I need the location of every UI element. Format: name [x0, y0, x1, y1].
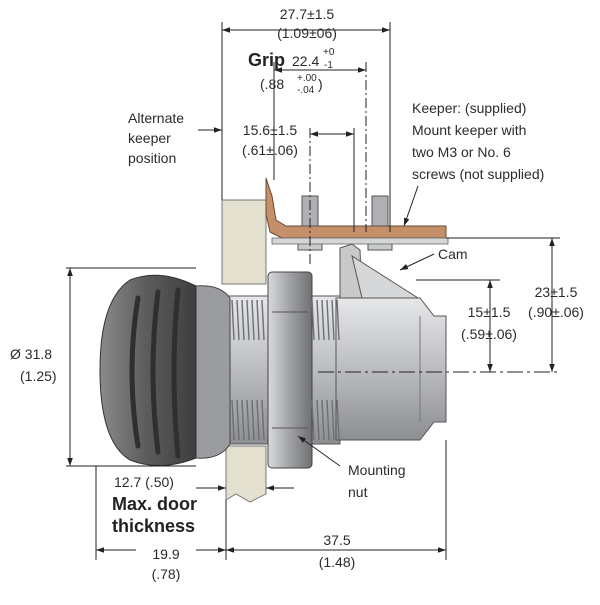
grip-label: Grip [248, 50, 286, 70]
thread-ridge [336, 399, 340, 441]
grip-value: 22.4 [292, 53, 320, 69]
thread-ridge [231, 299, 235, 341]
mounting-nut-line-1: Mounting [348, 462, 406, 478]
cam-reach-value: 23±1.5 [534, 284, 578, 300]
thread-ridge [326, 399, 330, 441]
thread-ridge [316, 299, 320, 341]
keeper-offset-value: 15.6±1.5 [242, 122, 298, 138]
cam-reach-inch: (.90±.06) [528, 304, 584, 320]
thread-ridge [261, 299, 265, 341]
keeper-note-line-1: Keeper: (supplied) [412, 100, 527, 116]
thread-ridge [241, 399, 245, 441]
thread-ridge [336, 299, 340, 341]
overall-width-inch: (1.09±06) [277, 25, 337, 41]
thread-ridge [256, 399, 260, 441]
grip-inch-open: (.88 [260, 76, 285, 92]
keeper-bracket [265, 177, 449, 251]
grip-tol-lower: -1 [324, 60, 333, 71]
thread-ridge [256, 299, 260, 341]
thread-ridge [261, 399, 265, 441]
alt-keeper-line-2: keeper [128, 130, 171, 146]
thread-ridge [241, 299, 245, 341]
head-depth-value: 19.9 [152, 546, 180, 562]
thread-ridge [311, 299, 315, 341]
grip-inch-lower: -.04 [297, 85, 315, 96]
keeper-note-line-3: two M3 or No. 6 [412, 144, 511, 160]
alt-keeper-line-1: Alternate [128, 110, 185, 126]
thread-ridge [236, 399, 240, 441]
thread-ridge [251, 399, 255, 441]
door-thickness-label-2: thickness [112, 516, 196, 536]
thread-ridge [321, 299, 325, 341]
mounting-nut-line-2: nut [348, 484, 368, 500]
keeper-offset-inch: (.61±.06) [242, 142, 298, 158]
grip-inch-upper: +.00 [297, 73, 317, 84]
alt-keeper-line-3: position [128, 150, 177, 166]
thread-ridge [311, 399, 315, 441]
thread-ridge [321, 399, 325, 441]
thread-ridge [251, 299, 255, 341]
lock-body [195, 271, 447, 469]
keeper-note-line-4: screws (not supplied) [412, 166, 545, 182]
thread-ridge [331, 399, 335, 441]
extension-lines [66, 22, 560, 560]
cam-offset-inch: (.59±.06) [461, 326, 517, 342]
grip-tol-upper: +0 [323, 47, 335, 58]
thread-ridge [246, 399, 250, 441]
diameter-inch: (1.25) [18, 368, 59, 385]
head-depth-inch: (.78) [151, 566, 181, 582]
thread-ridge [236, 299, 240, 341]
door-thickness-value: 12.7 (.50) [114, 474, 174, 490]
body-length-inch: (1.48) [318, 554, 356, 570]
overall-width-value: 27.7±1.5 [279, 6, 335, 22]
dimension-arrows [67, 27, 555, 553]
keeper-note-line-2: Mount keeper with [412, 122, 527, 138]
thread-ridge [316, 399, 320, 441]
body-length-value: 37.5 [323, 532, 351, 548]
knob-handle [99, 274, 197, 467]
thread-ridge [331, 299, 335, 341]
thread-ridge [246, 299, 250, 341]
grip-inch-close: ) [318, 76, 323, 92]
door-thickness-label-1: Max. door [112, 494, 198, 514]
cam-label: Cam [438, 246, 468, 262]
door-panel [221, 199, 267, 503]
thread-ridge [231, 399, 235, 441]
cam [339, 243, 420, 299]
cam-offset-value: 15±1.5 [467, 304, 511, 320]
diameter-value: Ø 31.8 [8, 346, 55, 363]
thread-ridge [326, 299, 330, 341]
thread-ridges [231, 299, 340, 441]
